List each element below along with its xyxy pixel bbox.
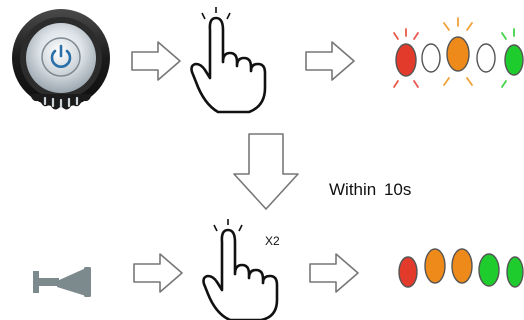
pointing-hand-icon <box>202 219 279 320</box>
tap-count-label: X2 <box>265 234 280 248</box>
led-orange-lit <box>443 17 473 86</box>
led-indicator-row-icon <box>393 17 524 88</box>
led-green <box>506 256 524 288</box>
right-arrow-icon <box>305 41 355 81</box>
pointing-hand-icon <box>190 7 267 114</box>
horn-icon <box>33 267 91 297</box>
led-green <box>478 253 500 287</box>
led-green-lit <box>501 28 524 88</box>
within-time-label: Within 10s <box>329 180 412 199</box>
led-off <box>421 43 441 73</box>
down-arrow-icon <box>233 133 299 210</box>
led-indicator-row-icon <box>398 248 524 288</box>
power-button-icon <box>12 9 110 110</box>
led-off <box>476 43 496 73</box>
right-arrow-icon <box>131 41 181 81</box>
led-orange <box>424 248 446 284</box>
right-arrow-icon <box>309 253 359 293</box>
led-red <box>398 256 418 288</box>
right-arrow-icon <box>133 253 183 293</box>
led-red-lit <box>393 28 419 88</box>
led-orange <box>451 248 473 284</box>
